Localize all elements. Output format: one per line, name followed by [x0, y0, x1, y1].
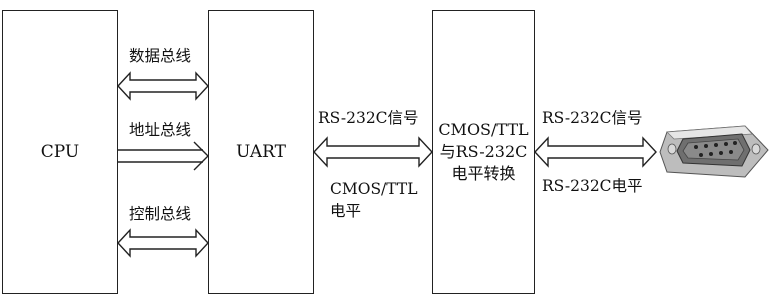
- data-bus-arrow: [117, 71, 209, 101]
- converter-connector-arrow: [534, 136, 657, 168]
- cpu-block: CPU: [2, 10, 118, 294]
- level-converter-block: CMOS/TTL 与RS-232C 电平转换: [432, 10, 535, 294]
- converter-line-1: CMOS/TTL: [438, 120, 529, 139]
- address-bus-arrow: [118, 141, 209, 171]
- uart-label: UART: [236, 142, 286, 162]
- db9-serial-connector-icon: [659, 125, 769, 178]
- control-bus-arrow: [117, 228, 209, 258]
- cmos-ttl-level-label: CMOS/TTL 电平: [330, 178, 418, 222]
- converter-line-2: 与RS-232C: [439, 142, 528, 161]
- rs232-signal-right-label: RS-232C信号: [542, 109, 643, 127]
- cmos-ttl-level-line-2: 电平: [330, 202, 362, 220]
- address-bus-label: 地址总线: [129, 121, 192, 139]
- cmos-ttl-level-line-1: CMOS/TTL: [330, 180, 418, 198]
- rs232-signal-left-label: RS-232C信号: [318, 109, 419, 127]
- uart-block: UART: [208, 10, 314, 294]
- converter-line-3: 电平转换: [451, 164, 516, 183]
- rs232-level-label: RS-232C电平: [542, 177, 643, 195]
- control-bus-label: 控制总线: [129, 205, 192, 223]
- data-bus-label: 数据总线: [129, 47, 192, 65]
- cpu-label: CPU: [40, 142, 80, 162]
- level-converter-label: CMOS/TTL 与RS-232C 电平转换: [433, 119, 534, 185]
- uart-converter-arrow: [313, 136, 433, 168]
